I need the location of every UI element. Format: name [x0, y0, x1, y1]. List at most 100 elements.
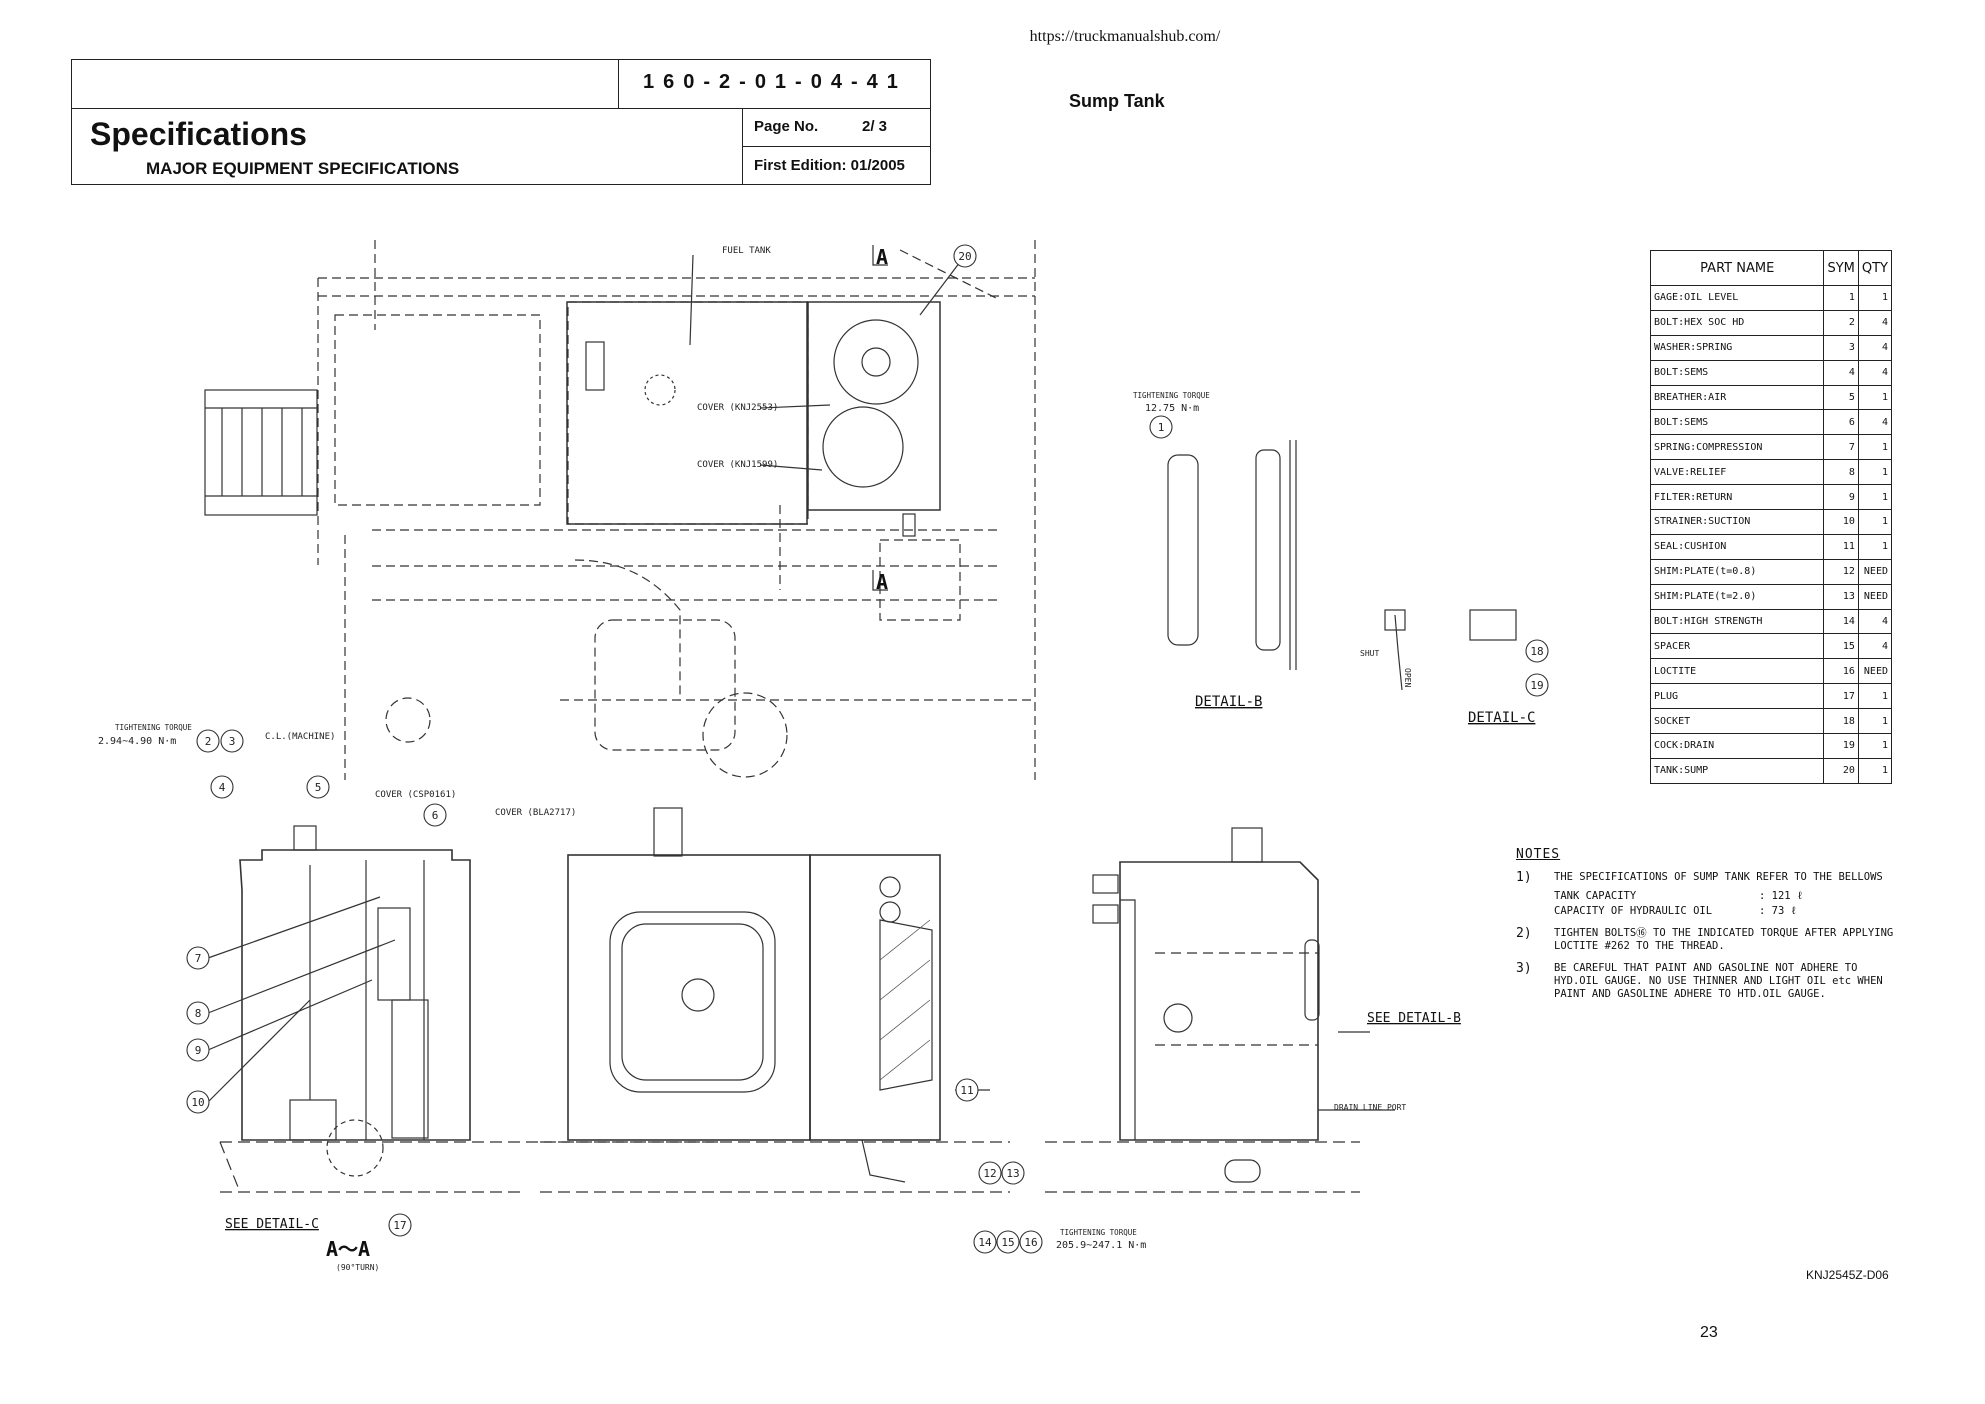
note-item: 3) BE CAREFUL THAT PAINT AND GASOLINE NO… [1516, 962, 1906, 1001]
part-name-cell: STRAINER:SUCTION [1649, 509, 1825, 535]
qty-cell: 1 [1857, 384, 1893, 411]
part-name-cell: SHIM:PLATE(t=0.8) [1649, 558, 1825, 585]
note-item: 2) TIGHTEN BOLTS⑯ TO THE INDICATED TORQU… [1516, 927, 1906, 953]
oil-capacity-value: : 73 ℓ [1759, 905, 1797, 917]
col-part-name: PART NAME [1649, 250, 1825, 286]
sym-cell: 14 [1823, 608, 1859, 635]
sym-cell: 6 [1823, 409, 1859, 436]
see-detail-b: SEE DETAIL-B [1367, 1011, 1461, 1026]
part-name-cell: PLUG [1649, 683, 1825, 710]
sym-cell: 4 [1823, 359, 1859, 386]
part-name-cell: BREATHER:AIR [1649, 384, 1825, 411]
label-cover-bla2717: COVER (BLA2717) [495, 808, 576, 818]
qty-cell: 1 [1857, 708, 1893, 735]
callout-13: 13 [1006, 1167, 1019, 1180]
part-name-cell: TANK:SUMP [1649, 757, 1825, 784]
source-url[interactable]: https://truckmanualshub.com/ [1029, 28, 1221, 45]
part-name-cell: SOCKET [1649, 708, 1825, 735]
section-title: Sump Tank [1069, 91, 1165, 111]
callout-8: 8 [195, 1007, 202, 1020]
note-text: TIGHTEN BOLTS⑯ TO THE INDICATED TORQUE A… [1554, 927, 1894, 952]
qty-cell: 1 [1857, 459, 1893, 486]
drawing-code: KNJ2545Z-D06 [1806, 1268, 1889, 1282]
callout-3: 3 [229, 735, 236, 748]
sym-cell: 11 [1823, 533, 1859, 560]
tank-capacity-label: TANK CAPACITY [1554, 890, 1637, 902]
note-item: 1) THE SPECIFICATIONS OF SUMP TANK REFER… [1516, 871, 1906, 918]
section-a-marker-top: A [876, 245, 888, 269]
part-name-cell: SHIM:PLATE(t=2.0) [1649, 583, 1825, 610]
qty-cell: 1 [1857, 484, 1893, 511]
detail-b-title: DETAIL-B [1195, 694, 1262, 710]
sym-cell: 8 [1823, 459, 1859, 486]
col-qty: QTY [1857, 250, 1893, 286]
page-no-label: Page No. [754, 118, 819, 135]
label-90-turn: (90°TURN) [336, 1263, 379, 1272]
header-box: 160-2-01-04-41 Specifications MAJOR EQUI… [71, 59, 931, 185]
callout-1: 1 [1158, 421, 1165, 434]
qty-cell: 4 [1857, 309, 1893, 336]
sym-cell: 5 [1823, 384, 1859, 411]
label-fuel-tank: FUEL TANK [722, 246, 771, 256]
part-name-cell: LOCTITE [1649, 658, 1825, 685]
qty-cell: 1 [1857, 757, 1893, 784]
part-name-cell: BOLT:HIGH STRENGTH [1649, 608, 1825, 635]
label-cover-knj2553: COVER (KNJ2553) [697, 403, 778, 413]
callout-11: 11 [960, 1084, 973, 1097]
note-text: THE SPECIFICATIONS OF SUMP TANK REFER TO… [1554, 871, 1883, 883]
label-open: OPEN [1403, 668, 1412, 687]
part-name-cell: FILTER:RETURN [1649, 484, 1825, 511]
sym-cell: 3 [1823, 334, 1859, 361]
callout-10: 10 [191, 1096, 204, 1109]
page-subtitle: MAJOR EQUIPMENT SPECIFICATIONS [146, 159, 460, 178]
qty-cell: 4 [1857, 633, 1893, 660]
callout-17: 17 [393, 1219, 406, 1232]
part-name-cell: GAGE:OIL LEVEL [1649, 285, 1825, 311]
table-header-row: PART NAME SYM QTY [1649, 250, 1893, 286]
part-name-cell: BOLT:SEMS [1649, 409, 1825, 436]
label-cover-knj1599: COVER (KNJ1599) [697, 460, 778, 470]
torque-value-2: 2.94~4.90 N·m [98, 736, 176, 747]
note-number: 2) [1516, 926, 1532, 941]
section-aa-title: A～A [326, 1237, 370, 1261]
label-cover-csp0161: COVER (CSP0161) [375, 790, 456, 800]
callout-5: 5 [315, 781, 322, 794]
label-drain-line-port: DRAIN LINE PORT [1334, 1103, 1406, 1112]
doc-number: 160-2-01-04-41 [643, 71, 907, 93]
callout-12: 12 [983, 1167, 996, 1180]
section-a-marker-bottom: A [876, 570, 888, 594]
part-name-cell: SPACER [1649, 633, 1825, 660]
qty-cell: NEED [1857, 558, 1893, 585]
sym-cell: 18 [1823, 708, 1859, 735]
see-detail-c: SEE DETAIL-C [225, 1217, 319, 1232]
qty-cell: NEED [1857, 583, 1893, 610]
part-name-cell: VALVE:RELIEF [1649, 459, 1825, 486]
sym-cell: 13 [1823, 583, 1859, 610]
callout-4: 4 [219, 781, 226, 794]
part-name-cell: BOLT:SEMS [1649, 359, 1825, 386]
detail-c-title: DETAIL-C [1468, 710, 1535, 726]
part-name-cell: WASHER:SPRING [1649, 334, 1825, 361]
sym-cell: 7 [1823, 434, 1859, 461]
sym-cell: 16 [1823, 658, 1859, 685]
sym-cell: 2 [1823, 309, 1859, 336]
qty-cell: 4 [1857, 359, 1893, 386]
sym-cell: 1 [1823, 285, 1859, 311]
qty-cell: 1 [1857, 733, 1893, 759]
callout-9: 9 [195, 1044, 202, 1057]
